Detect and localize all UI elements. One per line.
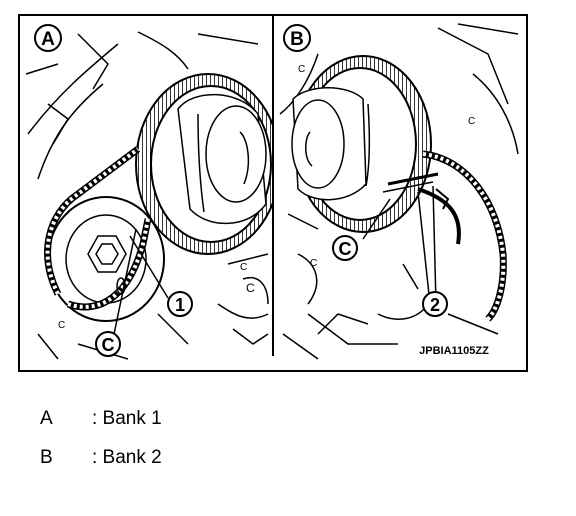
svg-text:1: 1 (175, 295, 185, 315)
callout-1: 1 (167, 291, 193, 317)
svg-text:C: C (339, 239, 352, 259)
svg-text:2: 2 (430, 295, 440, 315)
camshaft-sprocket-bank-1 (135, 73, 272, 255)
svg-text:B: B (290, 29, 304, 50)
crank-sprocket-bank-1 (47, 196, 165, 322)
svg-text:C: C (58, 320, 65, 331)
svg-text:C: C (310, 258, 317, 269)
panel-bank-2: C C C (279, 23, 519, 360)
callout-c-left: C (95, 331, 121, 357)
panel-label-a: A (34, 24, 62, 52)
legend-text-b: : Bank 2 (92, 447, 162, 468)
timing-chain-figure: C C C C (18, 14, 528, 372)
svg-text:C: C (298, 64, 305, 75)
callout-2: 2 (422, 291, 448, 317)
legend-text-a: : Bank 1 (92, 408, 162, 429)
timing-chain-bank-2 (417, 150, 507, 322)
svg-text:C: C (240, 262, 247, 273)
figure-code: JPBIA1105ZZ (419, 345, 489, 357)
panel-label-b: B (283, 24, 311, 52)
legend-key-a: A (40, 408, 53, 429)
callout-c-right: C (332, 235, 358, 261)
svg-text:C: C (102, 335, 115, 355)
timing-chain-bank-1 (44, 146, 152, 311)
svg-text:A: A (41, 29, 55, 50)
svg-text:C: C (468, 116, 475, 127)
panel-bank-1: C C C C (25, 31, 272, 360)
camshaft-sprocket-bank-2 (291, 55, 432, 233)
legend-key-b: B (40, 447, 53, 468)
legend-bank-2: B : Bank 2 (40, 447, 162, 469)
legend-bank-1: A : Bank 1 (40, 408, 162, 430)
svg-text:C: C (246, 281, 255, 295)
